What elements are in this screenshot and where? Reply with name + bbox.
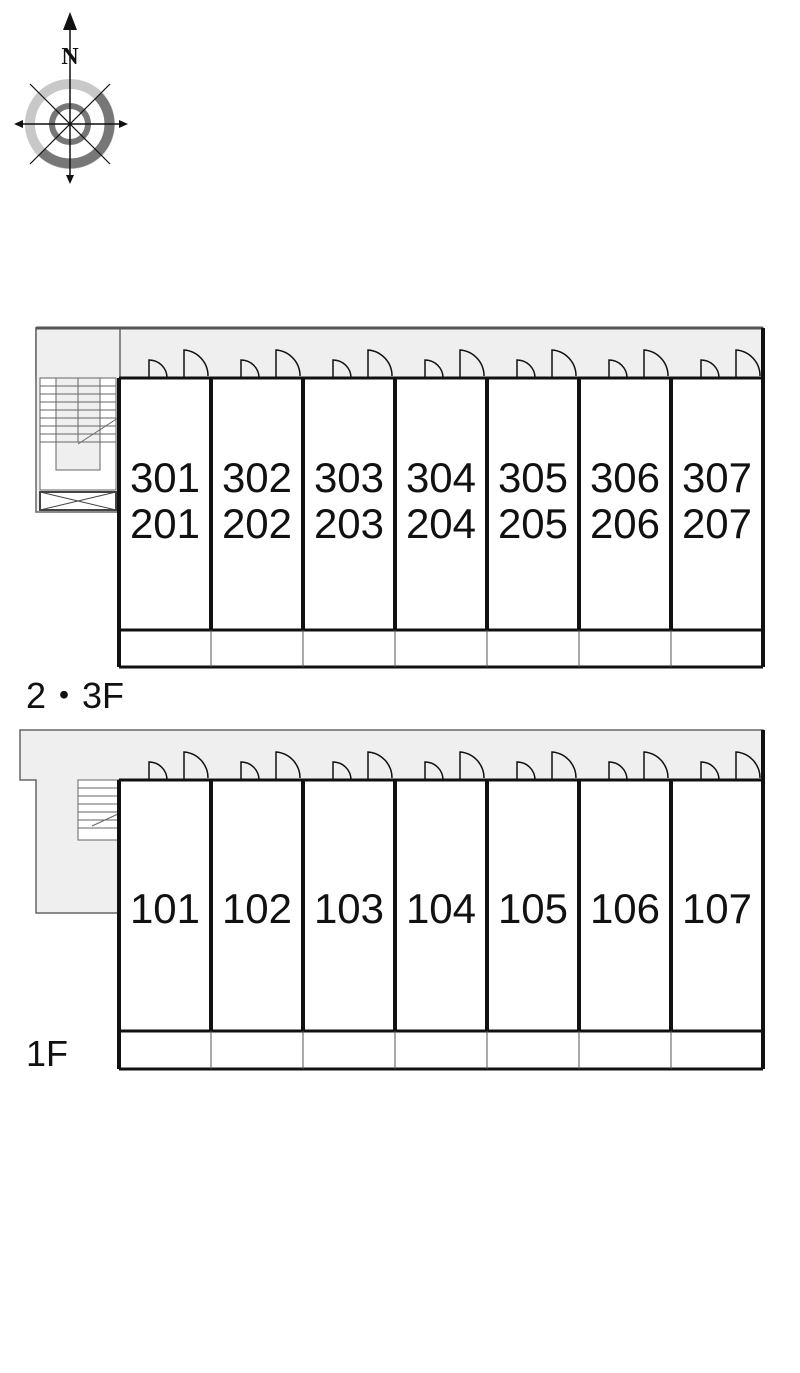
unit-307-207: 307 207	[682, 454, 752, 547]
unit-number-lower: 205	[498, 500, 568, 547]
floor-plan-ground: 101 102 103 104 105 106 107 1F	[19, 729, 765, 1074]
door-swings-upper	[148, 349, 761, 379]
door-swings-ground	[148, 751, 761, 781]
unit-number-lower: 204	[406, 500, 476, 547]
unit-number-upper: 302	[222, 454, 292, 501]
unit-105: 105	[498, 885, 568, 932]
unit-107: 107	[682, 885, 752, 932]
unit-101: 101	[130, 885, 200, 932]
unit-103: 103	[314, 885, 384, 932]
unit-106: 106	[590, 885, 660, 932]
unit-301-201: 301 201	[130, 454, 200, 547]
unit-305-205: 305 205	[498, 454, 568, 547]
stairs-icon	[39, 377, 119, 511]
unit-number-upper: 307	[682, 454, 752, 501]
unit-number-lower: 201	[130, 500, 200, 547]
floor-label-upper: 2・3F	[26, 675, 124, 716]
unit-104: 104	[406, 885, 476, 932]
unit-102: 102	[222, 885, 292, 932]
unit-number-upper: 304	[406, 454, 476, 501]
floor-label-ground: 1F	[26, 1033, 68, 1074]
unit-number-lower: 202	[222, 500, 292, 547]
unit-304-204: 304 204	[406, 454, 476, 547]
unit-number-lower: 207	[682, 500, 752, 547]
compass-rose-icon: N	[14, 12, 128, 184]
unit-number-upper: 303	[314, 454, 384, 501]
unit-number-lower: 203	[314, 500, 384, 547]
unit-number-upper: 305	[498, 454, 568, 501]
north-label: N	[61, 44, 79, 70]
unit-302-202: 302 202	[222, 454, 292, 547]
stairs-icon	[77, 779, 119, 841]
unit-number-upper: 306	[590, 454, 660, 501]
unit-number-upper: 301	[130, 454, 200, 501]
unit-306-206: 306 206	[590, 454, 660, 547]
floor-plan-upper: 301 201 302 202 303 203 304 204 305 205 …	[26, 326, 765, 716]
unit-number-lower: 206	[590, 500, 660, 547]
unit-303-203: 303 203	[314, 454, 384, 547]
